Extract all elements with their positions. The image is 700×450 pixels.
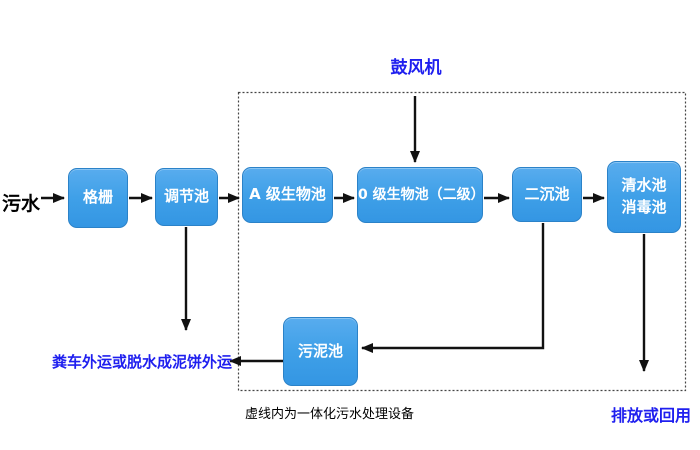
source-label: 污水 [2,193,41,215]
node-a-bio-tank: A 级生物池 [242,167,333,223]
node-sludge-tank: 污泥池 [283,317,358,386]
node-secondary-clarifier: 二沉池 [512,167,582,222]
node-clear-water-tank-label-line2: 消毒池 [621,198,667,216]
blower-label: 鼓风机 [390,58,442,78]
node-secondary-clarifier-label: 二沉池 [524,184,570,203]
node-regulating-tank: 调节池 [155,168,218,226]
arrow-clarifier-to-sludge-tank [361,223,545,353]
boundary-note: 虚线内为一体化污水处理设备 [245,407,415,422]
node-a-bio-tank-label: A 级生物池 [249,185,326,204]
node-o-bio-tank: 0 级生物池（二级） [357,167,485,223]
node-grid-label: 格栅 [82,188,113,207]
node-grid: 格栅 [68,168,128,228]
node-regulating-tank-label: 调节池 [163,187,209,206]
node-clear-water-tank: 清水池 消毒池 [607,161,681,233]
node-clear-water-tank-label-line1: 清水池 [621,176,667,195]
node-o-bio-tank-label: 0 级生物池（二级） [358,186,485,203]
node-sludge-tank-label: 污泥池 [297,341,343,360]
sludge-disposal-note: 粪车外运或脱水成泥饼外运 [52,353,233,371]
integrated-equipment-boundary [237,91,687,392]
discharge-note: 排放或回用 [611,406,692,425]
